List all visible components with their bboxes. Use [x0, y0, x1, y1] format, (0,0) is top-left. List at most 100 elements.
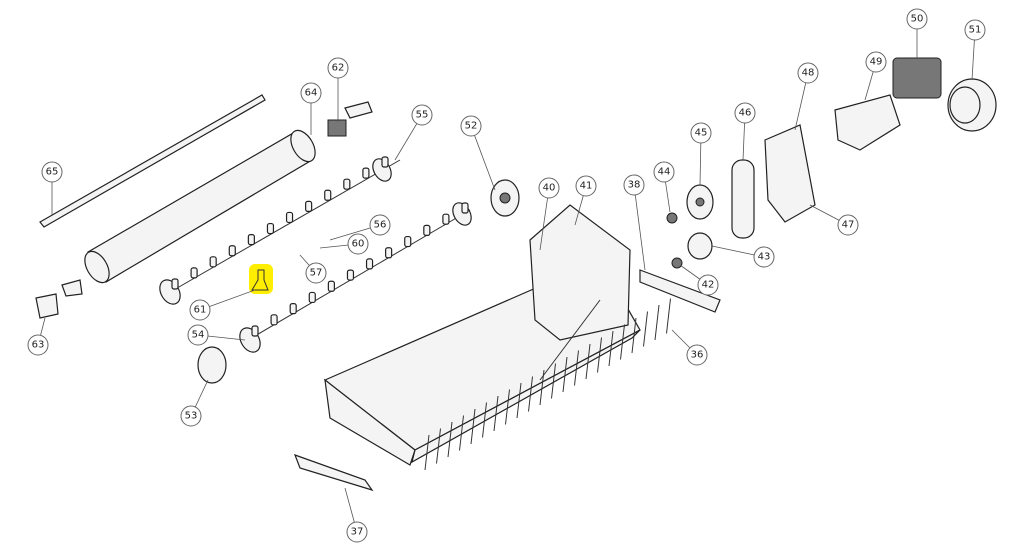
part-51-pto-guard [947, 78, 997, 132]
flail-knife [251, 325, 259, 337]
callout-label: 62 [332, 63, 345, 74]
callout-circle [460, 115, 482, 137]
chain-link [516, 382, 522, 419]
part-42-nut [671, 257, 683, 269]
callout-circle [964, 19, 986, 41]
flail-knife [365, 258, 374, 270]
chain-link [666, 298, 671, 334]
flail-knife [362, 167, 370, 179]
flail-knife [171, 278, 179, 290]
callout-label: 37 [351, 527, 364, 538]
callout-circle [690, 122, 712, 144]
flail-knives [171, 156, 469, 337]
part-64-roller [84, 129, 316, 284]
callout-circle [305, 262, 327, 284]
flail-knife [228, 245, 236, 257]
callout-45: 45 [690, 122, 712, 144]
callout-circle [327, 57, 349, 79]
callout-label: 63 [32, 340, 45, 351]
callout-37: 37 [346, 521, 368, 543]
callout-44: 44 [653, 161, 675, 183]
chain-link [424, 434, 430, 471]
flail-knife [423, 224, 431, 236]
part-63-bearing [35, 279, 83, 319]
callout-circle [411, 104, 433, 126]
callout-circle [347, 233, 369, 255]
chain-link [631, 317, 637, 354]
callout-label: 36 [691, 350, 704, 361]
callout-circle [753, 246, 775, 268]
part-50-gearbox [892, 57, 942, 99]
callout-38: 38 [623, 174, 645, 196]
chain-link [539, 369, 545, 406]
chain-link [574, 350, 579, 386]
flail-knife [285, 211, 294, 224]
chain-link [643, 311, 648, 347]
flail-knife [247, 234, 255, 246]
callout-label: 52 [465, 121, 478, 132]
callout-label: 56 [374, 220, 387, 231]
callout-circle [41, 161, 63, 183]
callout-circle [538, 177, 560, 199]
callout-label: 51 [969, 25, 982, 36]
callout-circle [697, 274, 719, 296]
callout-circle [27, 334, 49, 356]
chain-link [551, 363, 556, 399]
chain-link [493, 395, 499, 432]
callout-label: 61 [194, 305, 207, 316]
leader-line [633, 184, 646, 271]
part-62-bearing [327, 101, 373, 137]
part-61-flail-highlighted [249, 264, 273, 294]
callout-circle [300, 82, 322, 104]
callout-label: 50 [911, 14, 924, 25]
callout-circle [346, 521, 368, 543]
flail-knife [324, 189, 332, 201]
leader-line [470, 125, 496, 191]
flail-knife [270, 314, 278, 326]
callout-circle [686, 344, 708, 366]
callout-label: 38 [628, 180, 641, 191]
callout-label: 41 [580, 181, 593, 192]
callout-54: 54 [187, 324, 209, 346]
callout-circle [187, 324, 209, 346]
callout-51: 51 [964, 19, 986, 41]
callout-47: 47 [837, 214, 859, 236]
callout-label: 53 [185, 411, 198, 422]
part-41-mount [529, 204, 631, 381]
callout-46: 46 [734, 102, 756, 124]
chain-link [620, 324, 625, 360]
callout-50: 50 [906, 8, 928, 30]
flail-knife [190, 267, 198, 279]
callout-52: 52 [460, 115, 482, 137]
callout-48: 48 [797, 62, 819, 84]
callout-57: 57 [305, 262, 327, 284]
callout-circle [837, 214, 859, 236]
part-53-plate [197, 346, 227, 384]
chain-link [447, 421, 453, 458]
callout-label: 49 [870, 57, 883, 68]
chain-link [459, 415, 464, 451]
callout-label: 43 [758, 252, 771, 263]
callout-circle [180, 405, 202, 427]
callout-61: 61 [189, 299, 211, 321]
flail-knife [289, 303, 297, 315]
callout-circle [797, 62, 819, 84]
flail-knife [442, 213, 450, 225]
flail-knife [461, 202, 469, 214]
callout-label: 54 [192, 330, 205, 341]
callout-label: 60 [352, 239, 365, 250]
callout-circle [189, 299, 211, 321]
callout-60: 60 [347, 233, 369, 255]
callout-42: 42 [697, 274, 719, 296]
callout-36: 36 [686, 344, 708, 366]
part-52-flange [490, 179, 520, 217]
part-38-guard [639, 269, 721, 313]
part-44-nut [666, 212, 678, 224]
callout-49: 49 [865, 51, 887, 73]
callout-label: 40 [543, 183, 556, 194]
chain-link [608, 330, 614, 367]
part-46-belt [731, 159, 755, 239]
callout-64: 64 [300, 82, 322, 104]
callout-label: 45 [695, 128, 708, 139]
callout-55: 55 [411, 104, 433, 126]
